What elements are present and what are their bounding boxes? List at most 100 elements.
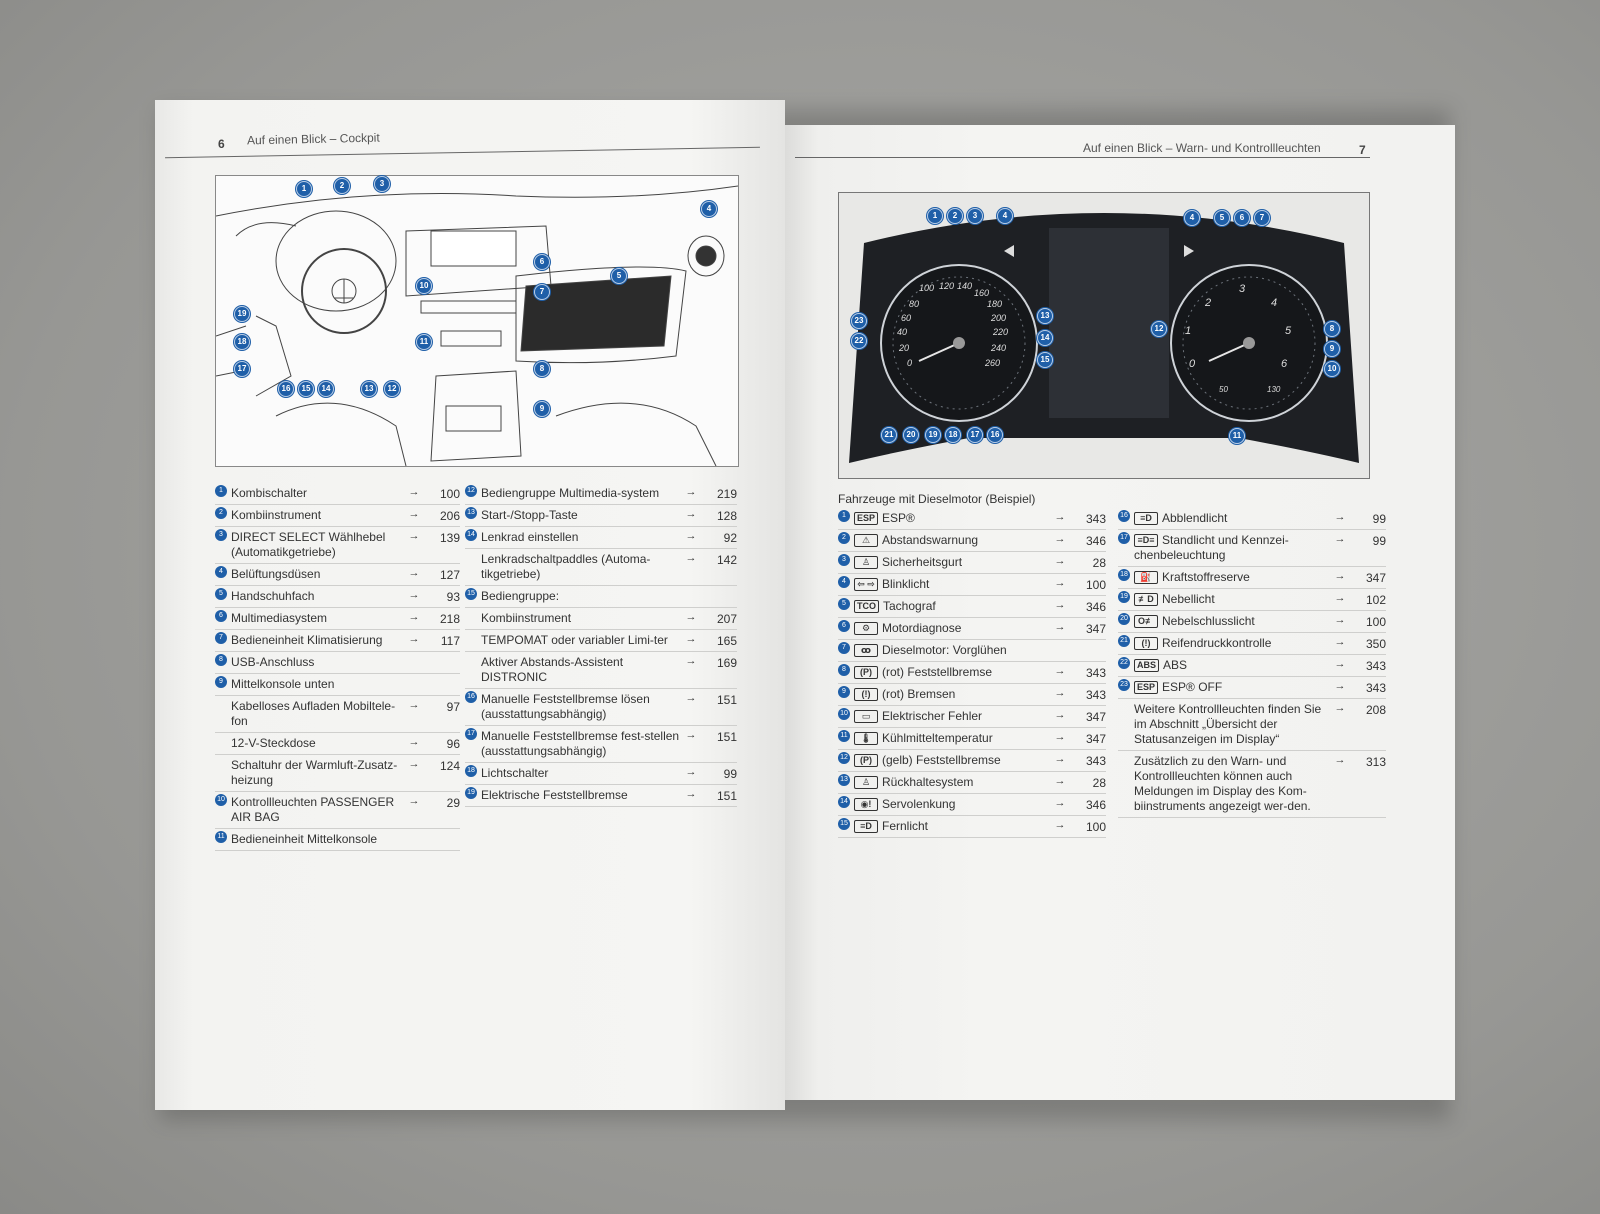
legend-arrow: → (408, 795, 420, 807)
legend-page[interactable]: 343 (1085, 688, 1106, 702)
legend-page[interactable]: 100 (439, 487, 460, 501)
legend-page[interactable] (701, 586, 737, 590)
legend-page[interactable]: 207 (716, 612, 737, 626)
legend-row: Schaltuhr der Warmluft-Zusatz-heizung → 12… (215, 755, 460, 792)
right-section-title: Auf einen Blick – Warn- und Kontrollleuc… (1083, 141, 1321, 155)
tacho-tick: 6 (1281, 358, 1288, 370)
legend-page[interactable]: 313 (1365, 755, 1386, 769)
legend-arrow: → (685, 508, 697, 520)
legend-arrow: → (685, 611, 697, 623)
legend-page[interactable]: 347 (1085, 710, 1106, 724)
legend-page[interactable]: 346 (1085, 534, 1106, 548)
legend-arrow: → (1334, 754, 1346, 766)
legend-number (465, 632, 477, 644)
legend-page[interactable]: 347 (1365, 571, 1386, 585)
warning-light-icon: 🌡 (854, 732, 878, 746)
legend-label-text: ABS (1163, 658, 1188, 672)
note-spacer (1118, 701, 1130, 713)
legend-page[interactable]: 92 (723, 531, 737, 545)
legend-arrow: → (408, 589, 420, 601)
legend-page[interactable]: 343 (1085, 512, 1106, 526)
tacho-tick: 5 (1285, 325, 1292, 337)
legend-page[interactable]: 165 (716, 634, 737, 648)
legend-page[interactable]: 151 (716, 693, 737, 707)
warning-light-icon: ⚠ (854, 534, 878, 548)
legend-arrow: → (408, 633, 420, 645)
legend-number: 8 (215, 654, 227, 666)
legend-page[interactable]: 97 (446, 700, 460, 714)
legend-page[interactable]: 169 (716, 656, 737, 670)
legend-number: 18 (1118, 569, 1130, 581)
legend-label: Kombiinstrument (231, 508, 322, 522)
legend-page[interactable]: 206 (439, 509, 460, 523)
legend-page[interactable]: 128 (716, 509, 737, 523)
legend-page[interactable]: 343 (1365, 659, 1386, 673)
legend-label: Mittelkonsole unten (231, 677, 335, 691)
legend-page[interactable]: 99 (1372, 512, 1386, 526)
legend-row: 6⚙Motordiagnose→347 (838, 618, 1106, 640)
legend-page[interactable] (1070, 640, 1106, 644)
legend-number: 22 (1118, 657, 1130, 669)
legend-page[interactable]: 96 (446, 737, 460, 751)
legend-label: Schaltuhr der Warmluft-Zusatz-heizung (231, 758, 398, 787)
legend-label: (!)Reifendruckkontrolle (1134, 633, 1330, 654)
legend-number: 20 (1118, 613, 1130, 625)
legend-page[interactable]: 117 (440, 634, 460, 648)
legend-page[interactable]: 127 (439, 568, 460, 582)
legend-number: 2 (215, 507, 227, 519)
legend-label-text: Reifendruckkontrolle (1162, 636, 1272, 650)
legend-arrow: → (408, 758, 420, 770)
legend-page[interactable]: 343 (1085, 666, 1106, 680)
legend-page[interactable]: 100 (1365, 615, 1386, 629)
legend-page[interactable] (424, 652, 460, 656)
legend-page[interactable]: 346 (1085, 600, 1106, 614)
legend-label: (P)(gelb) Feststellbremse (854, 750, 1050, 771)
legend-page[interactable]: 350 (1365, 637, 1386, 651)
legend-arrow: → (1334, 680, 1346, 692)
callout-badge: 19 (925, 427, 941, 443)
legend-page[interactable]: 218 (439, 612, 460, 626)
legend-page[interactable]: 346 (1085, 798, 1106, 812)
legend-page[interactable]: 93 (446, 590, 460, 604)
legend-page[interactable]: 139 (439, 531, 460, 545)
legend-arrow: → (408, 736, 420, 748)
legend-number: 1 (215, 485, 227, 497)
legend-page[interactable]: 124 (439, 759, 460, 773)
legend-page[interactable]: 28 (1092, 776, 1106, 790)
legend-page[interactable]: 208 (1365, 703, 1386, 717)
legend-page[interactable]: 28 (1092, 556, 1106, 570)
legend-page[interactable]: 99 (1372, 534, 1386, 548)
legend-page[interactable]: 100 (1085, 578, 1106, 592)
legend-label: Lichtschalter (481, 766, 549, 780)
legend-page[interactable]: 219 (716, 487, 737, 501)
legend-arrow (404, 652, 424, 655)
legend-page[interactable]: 151 (716, 730, 737, 744)
legend-arrow: → (1334, 570, 1346, 582)
legend-page[interactable]: 343 (1365, 681, 1386, 695)
legend-arrow: → (685, 766, 697, 778)
warning-light-icon: (P) (854, 666, 878, 680)
legend-page[interactable] (424, 674, 460, 678)
legend-page[interactable]: 102 (1365, 593, 1386, 607)
legend-page[interactable]: 151 (716, 789, 737, 803)
legend-label-text: Abblendlicht (1162, 511, 1228, 525)
legend-label: ⚠Abstandswarnung (854, 530, 1050, 551)
legend-page[interactable]: 347 (1085, 622, 1106, 636)
legend-page[interactable]: 99 (723, 767, 737, 781)
legend-page[interactable]: 347 (1085, 732, 1106, 746)
legend-number (215, 735, 227, 747)
legend-page[interactable] (424, 829, 460, 833)
legend-page[interactable]: 29 (446, 796, 460, 810)
legend-number: 13 (465, 507, 477, 519)
legend-page[interactable]: 100 (1085, 820, 1106, 834)
legend-page[interactable]: 142 (716, 553, 737, 567)
legend-page[interactable]: 343 (1085, 754, 1106, 768)
callout-badge: 6 (1234, 210, 1250, 226)
